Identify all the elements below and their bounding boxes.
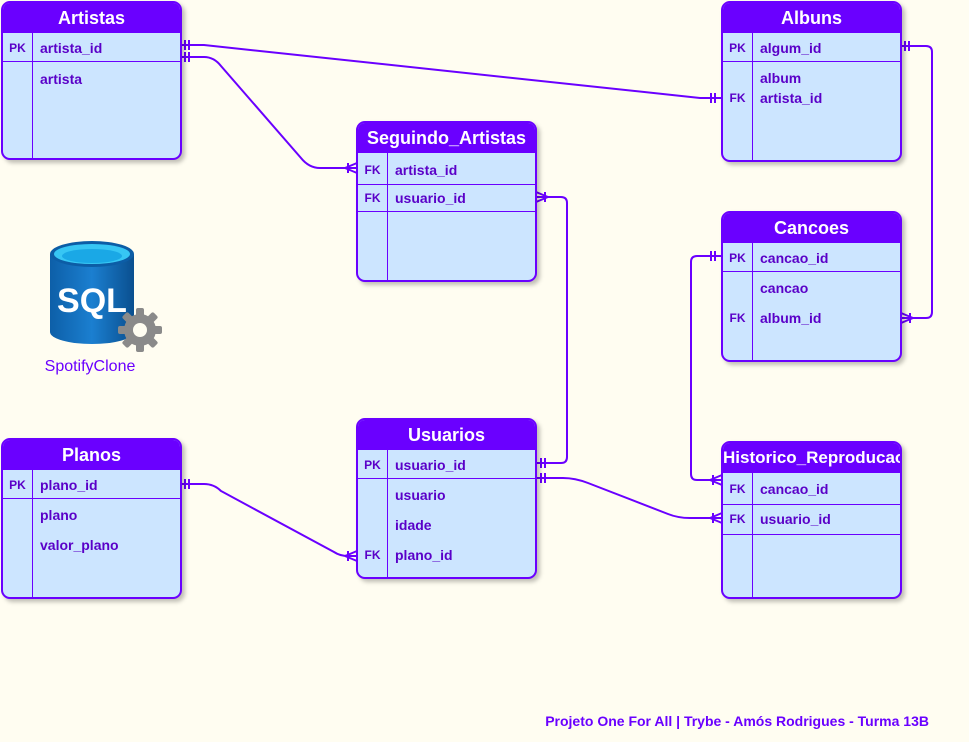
field-name: album_id <box>760 310 822 326</box>
table-title: Seguindo_Artistas <box>358 123 535 153</box>
table-historico-reproducao[interactable]: Historico_Reproducao FK cancao_id FK usu… <box>721 441 902 599</box>
connector-albuns-cancoes <box>901 45 933 319</box>
field-name: cancao <box>760 280 809 296</box>
key-badge: FK <box>364 163 381 177</box>
connector-planos-usuarios <box>181 483 357 557</box>
field-name: artista_id <box>395 162 458 178</box>
mark-many-historico-a <box>709 474 723 486</box>
key-badge: FK <box>364 548 381 562</box>
table-title: Cancoes <box>723 213 900 243</box>
connector-usuarios-historico <box>536 477 722 519</box>
table-cancoes[interactable]: Cancoes PK cancao_id cancao FK album_id <box>721 211 902 362</box>
field-name: algum_id <box>760 40 822 56</box>
mark-one-usuarios-b <box>540 473 546 483</box>
field-name: album <box>760 70 802 86</box>
key-badge: FK <box>364 191 381 205</box>
table-row[interactable]: PK artista_id <box>3 38 180 58</box>
table-row[interactable]: FK usuario_id <box>358 188 535 208</box>
key-badge: FK <box>729 512 746 526</box>
mark-many-usuarios <box>344 550 358 562</box>
connector-artistas-albuns <box>181 44 722 99</box>
table-title: Artistas <box>3 3 180 33</box>
field-name: idade <box>395 517 432 533</box>
field-name: plano_id <box>40 477 98 493</box>
table-row[interactable]: usuario <box>358 485 535 505</box>
mark-many-cancoes <box>900 312 914 324</box>
table-row[interactable]: artista <box>3 69 180 89</box>
field-name: usuario <box>395 487 446 503</box>
field-name: cancao_id <box>760 250 829 266</box>
mark-one-artistas-b <box>184 52 190 62</box>
key-badge: PK <box>9 41 26 55</box>
table-seguindo-artistas[interactable]: Seguindo_Artistas FK artista_id FK usuar… <box>356 121 537 282</box>
key-badge: PK <box>729 251 746 265</box>
table-row[interactable]: FK plano_id <box>358 545 535 565</box>
gear-icon <box>118 308 162 352</box>
field-name: usuario_id <box>395 190 466 206</box>
table-row[interactable]: FK artista_id <box>723 88 900 108</box>
table-row[interactable]: PK plano_id <box>3 475 180 495</box>
database-gear-icon: SQL <box>50 241 162 352</box>
field-name: artista_id <box>40 40 103 56</box>
table-row[interactable]: plano <box>3 505 180 525</box>
connector-cancoes-historico <box>690 255 722 481</box>
table-title: Historico_Reproducao <box>723 443 900 473</box>
mark-one-usuarios-a <box>540 458 546 468</box>
mark-many-historico-b <box>709 512 723 524</box>
table-row[interactable]: album <box>723 68 900 88</box>
field-name: artista <box>40 71 83 87</box>
mark-one-artistas-a <box>184 40 190 50</box>
table-row[interactable]: valor_plano <box>3 535 180 555</box>
table-planos[interactable]: Planos PK plano_id plano valor_plano <box>1 438 182 599</box>
mark-one-cancoes <box>710 251 716 261</box>
field-name: usuario_id <box>760 511 831 527</box>
table-title: Albuns <box>723 3 900 33</box>
field-name: cancao_id <box>760 481 829 497</box>
logo-label: SpotifyClone <box>44 358 136 375</box>
key-badge: PK <box>729 41 746 55</box>
field-name: valor_plano <box>40 537 119 553</box>
connector-usuarios-seguindo <box>536 196 568 464</box>
field-name: plano_id <box>395 547 453 563</box>
table-usuarios[interactable]: Usuarios PK usuario_id usuario idade FK … <box>356 418 537 579</box>
logo-sql-text: SQL <box>57 282 127 320</box>
table-artistas[interactable]: Artistas PK artista_id artista <box>1 1 182 160</box>
table-row[interactable]: idade <box>358 515 535 535</box>
table-row[interactable]: PK algum_id <box>723 38 900 58</box>
connector-artistas-seguindo <box>181 56 357 169</box>
table-row[interactable]: FK album_id <box>723 308 900 328</box>
key-badge: PK <box>364 458 381 472</box>
field-name: usuario_id <box>395 457 466 473</box>
field-name: artista_id <box>760 90 823 106</box>
table-row[interactable]: PK usuario_id <box>358 455 535 475</box>
table-albuns[interactable]: Albuns PK algum_id album FK artista_id <box>721 1 902 162</box>
footer-credit: Projeto One For All | Trybe - Amós Rodri… <box>545 713 929 729</box>
table-row[interactable]: FK cancao_id <box>723 479 900 499</box>
mark-one-albuns-a <box>710 93 716 103</box>
mark-many-seguindo-b <box>535 191 549 203</box>
table-row[interactable]: FK usuario_id <box>723 509 900 529</box>
key-badge: PK <box>9 478 26 492</box>
mark-one-planos <box>184 479 190 489</box>
mark-many-seguindo-a <box>344 162 358 174</box>
table-title: Usuarios <box>358 420 535 450</box>
mark-one-albuns-b <box>904 41 910 51</box>
table-row[interactable]: PK cancao_id <box>723 248 900 268</box>
field-name: plano <box>40 507 78 523</box>
key-badge: FK <box>729 482 746 496</box>
key-badge: FK <box>729 91 746 105</box>
table-row[interactable]: cancao <box>723 278 900 298</box>
table-title: Planos <box>3 440 180 470</box>
table-row[interactable]: FK artista_id <box>358 160 535 180</box>
key-badge: FK <box>729 311 746 325</box>
